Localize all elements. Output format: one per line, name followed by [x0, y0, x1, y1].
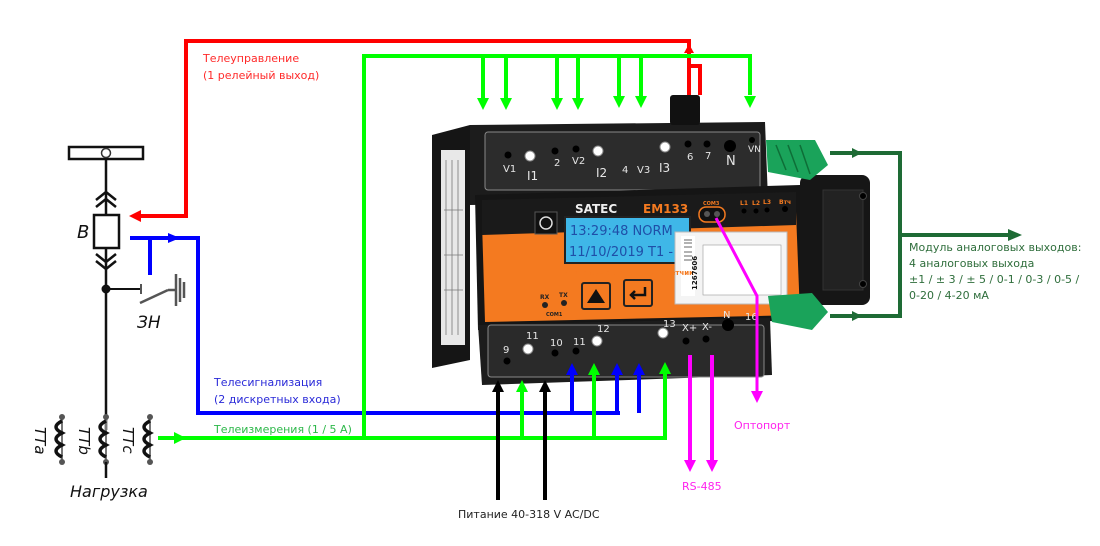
telemeasure-arrows: [174, 96, 756, 444]
analog-output-wire: [830, 151, 1010, 318]
lcd-line-2: 11/10/2019 T1 -: [569, 245, 673, 260]
rx-label: RX: [540, 294, 550, 301]
power-label: Питание 40-318 V AC/DC: [458, 508, 600, 521]
terminal-screw: [592, 145, 604, 157]
top-terminal-labels: V1 I1 2 V2 I2 4 V3 I3 6 7 N VN: [503, 145, 761, 183]
analog-output-arrow-icon: [1008, 229, 1022, 241]
ct-c-label: ТТс: [119, 427, 137, 454]
single-line-schematic: [54, 145, 186, 478]
rs485-wire: [688, 355, 714, 460]
tx-led: [561, 300, 567, 306]
terminal-n-bottom: N: [723, 310, 730, 321]
telecontrol-arrow-icon: [129, 210, 141, 222]
analog-module-count: 4 аналоговых выхода: [909, 257, 1035, 270]
breaker-lower-contact-icon: [95, 253, 117, 271]
terminal-4: 4: [622, 165, 628, 176]
analog-module-title: Модуль аналоговых выходов:: [909, 241, 1082, 254]
busbar-node: [100, 147, 112, 159]
analog-module-label: Модуль аналоговых выходов: 4 аналоговых …: [909, 240, 1081, 304]
rs485-label: RS-485: [682, 480, 722, 493]
terminal-12: 12: [597, 324, 610, 335]
tx-label: TX: [559, 292, 568, 299]
ct-b-label: ТТb: [75, 427, 93, 455]
breaker-label: В: [77, 222, 89, 243]
terminal-x-minus: X-: [702, 322, 712, 333]
telesignal-arrow-icon: [168, 233, 180, 243]
telesignal-label: Телесигнализация (2 дискретных входа): [214, 374, 341, 408]
com1-label: COM1: [546, 312, 563, 318]
ct-b-icon: [98, 414, 110, 465]
telesignal-subtitle: (2 дискретных входа): [214, 393, 341, 406]
bottom-terminal-labels: 9 11 10 11 12 13 X+ X- N 16: [503, 310, 758, 356]
terminal-n-top: N: [726, 154, 736, 169]
led-label-l1: L1: [740, 200, 748, 207]
device-model: EM133: [643, 202, 688, 216]
device-subtitle: Многофункциональный счетчик: [563, 269, 694, 277]
rx-led: [542, 302, 548, 308]
optoport-label: Оптопорт: [734, 419, 791, 432]
analog-module-ranges-2: 0-20 / 4-20 мА: [909, 289, 989, 302]
telemeasure-arrow-icon: [174, 432, 186, 444]
lcd-line-1: 13:29:48 NORM: [570, 224, 673, 239]
power-wire: [496, 390, 547, 500]
terminal-screw: [659, 141, 671, 153]
terminal-10: 10: [550, 338, 563, 349]
ct-a-label: ТТа: [31, 427, 49, 455]
terminal-i3: I3: [659, 161, 670, 175]
optoport-wire: [714, 217, 759, 392]
breaker-symbol: [92, 213, 121, 250]
load-label: Нагрузка: [70, 482, 148, 501]
earthing-switch-icon: [139, 274, 186, 306]
ct-a-icon: [54, 414, 66, 465]
com3-optoport: [698, 206, 726, 223]
serial-number: 1267606: [691, 256, 699, 290]
terminal-v3: V3: [637, 165, 650, 176]
telecontrol-label: Телеуправление (1 релейный выход): [203, 50, 319, 84]
analog-module-ranges-1: ±1 / ± 3 / ± 5 / 0-1 / 0-3 / 0-5 /: [909, 273, 1080, 286]
terminal-7: 7: [705, 151, 711, 162]
terminal-16: 16: [745, 312, 758, 323]
earthing-switch-label: ЗН: [137, 313, 161, 333]
enter-button[interactable]: [623, 279, 653, 307]
side-wiring-label: [441, 150, 465, 345]
telemeasure-label: Телеизмерения (1 / 5 А): [214, 423, 352, 436]
terminal-9: 9: [503, 345, 509, 356]
up-arrow-icon: [587, 289, 605, 303]
telecontrol-subtitle: (1 релейный выход): [203, 69, 320, 82]
analog-connector-bottom: [768, 293, 828, 330]
breaker-upper-contact-icon: [95, 190, 117, 208]
terminal-i1: I1: [527, 169, 538, 183]
device-brand: SATEC: [575, 202, 617, 216]
telesignal-wire: [130, 236, 641, 415]
led-label-l3: L3: [763, 199, 771, 206]
terminal-11b: 11: [573, 337, 586, 348]
em133-meter: [432, 95, 870, 385]
terminal-i2: I2: [596, 166, 607, 180]
relay-connector: [670, 95, 700, 125]
terminal-x-plus: X+: [682, 323, 697, 334]
enter-arrow-icon: [629, 287, 647, 300]
terminal-2: 2: [554, 158, 560, 169]
terminal-11a: 11: [526, 331, 539, 342]
terminal-v1: V1: [503, 164, 516, 175]
terminal-screw: [524, 150, 536, 162]
analog-connector-top: [766, 140, 828, 180]
telesignal-title: Телесигнализация: [214, 376, 323, 389]
com3-label: COM3: [703, 201, 720, 207]
terminal-6: 6: [687, 152, 693, 163]
telecontrol-title: Телеуправление: [203, 52, 300, 65]
terminal-vn: VN: [748, 145, 761, 155]
terminal-v2: V2: [572, 156, 585, 167]
led-label-l2: L2: [752, 200, 760, 207]
ct-c-icon: [142, 414, 154, 465]
telemeasure-wire: [158, 54, 752, 440]
certification-logo: [534, 211, 558, 235]
terminal-13: 13: [663, 319, 676, 330]
led-label-wh: Втч: [779, 199, 791, 206]
lcd-display: [564, 216, 691, 264]
